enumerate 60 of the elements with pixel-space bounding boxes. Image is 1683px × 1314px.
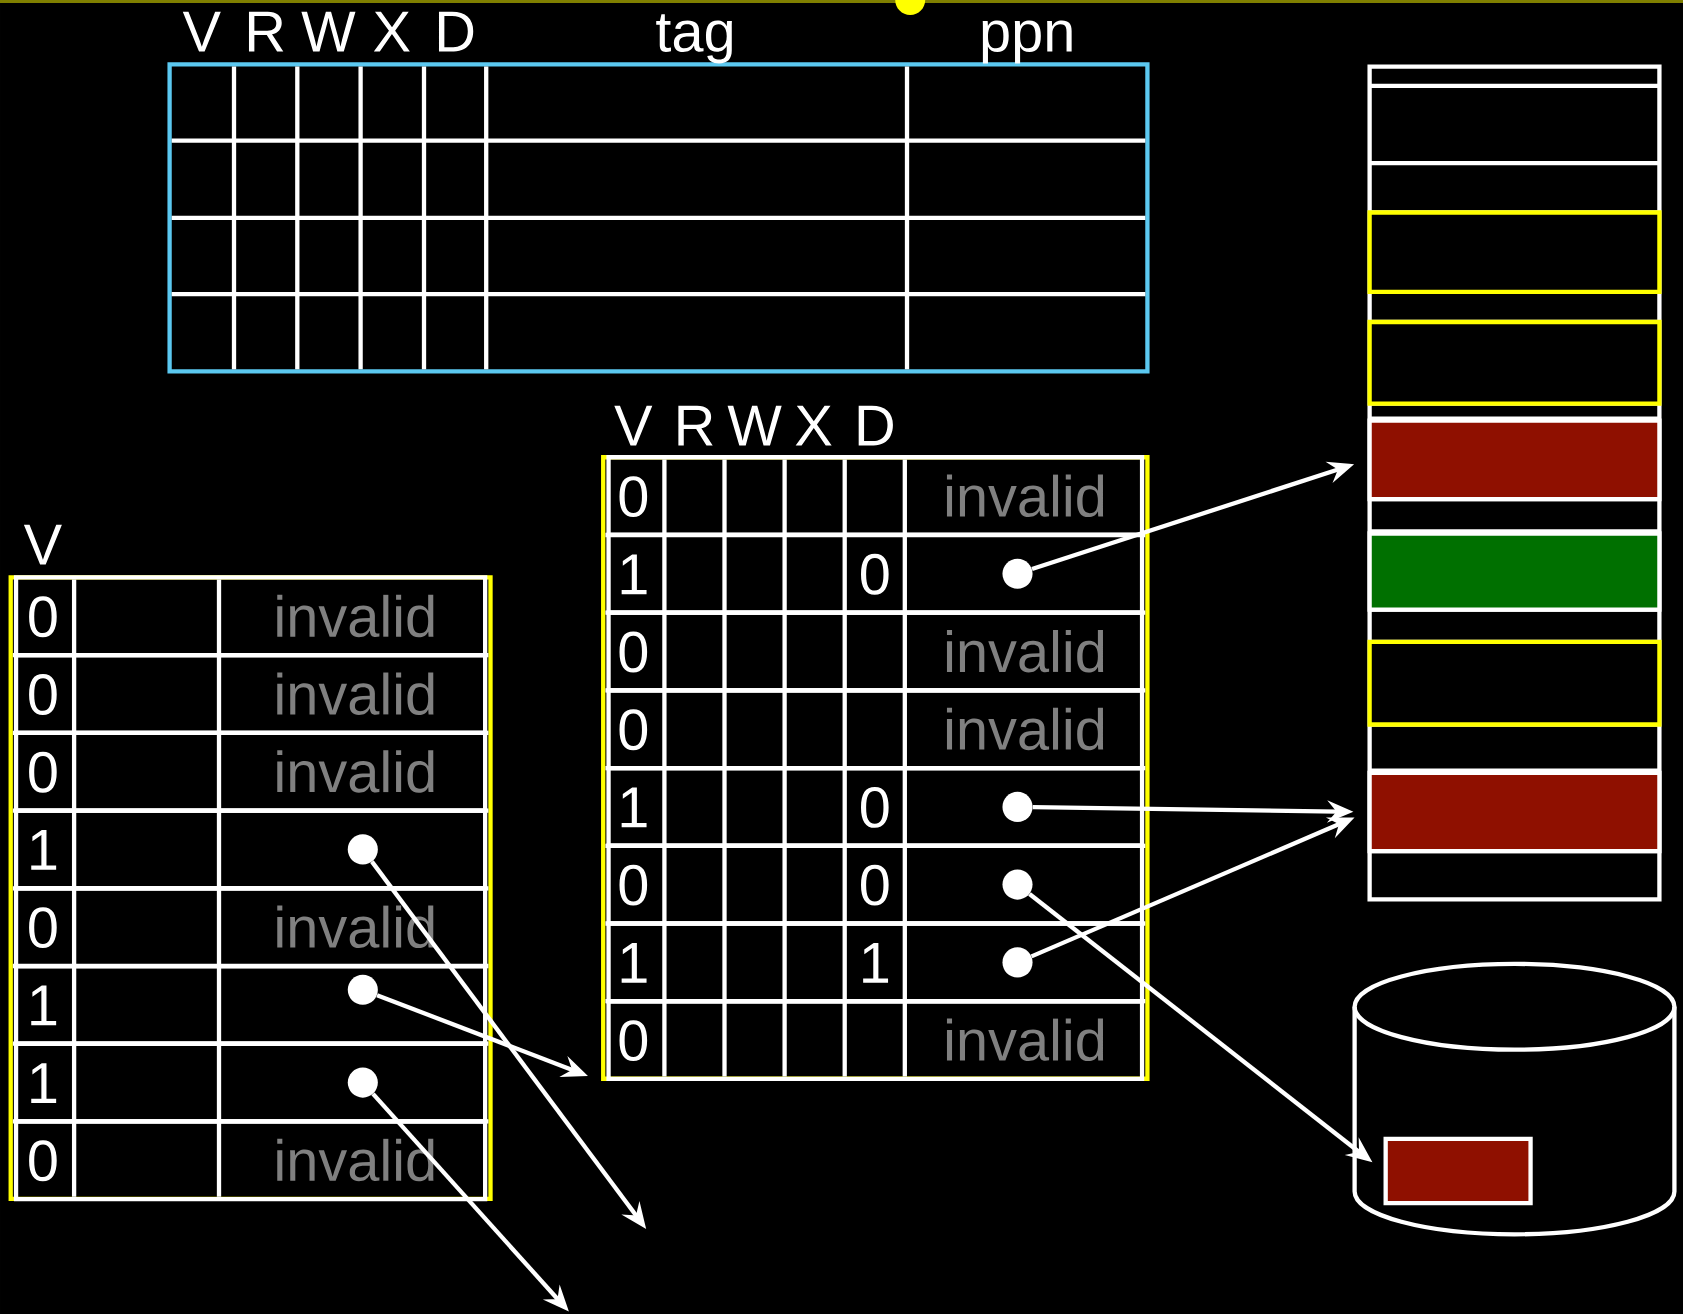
bit-value: 0 [619,631,648,673]
disk-cylinder [1352,961,1677,1237]
column-header: W [301,11,356,52]
bit-value: 1 [863,943,889,983]
invalid-label: invalid [946,630,1104,673]
bit-value: 0 [619,1020,648,1062]
table-row [606,999,1145,1082]
column-header: X [795,405,832,446]
bit-value: 1 [621,943,647,983]
pointer-dot [347,974,378,1005]
column-header: R [249,11,284,52]
table [167,11,1150,374]
bit-value: 0 [619,864,648,906]
column-header: ppn [982,20,1072,64]
column-header: tag [656,14,732,64]
bit-value: 0 [861,864,889,906]
bit-value: 0 [29,596,57,638]
bit-value: 0 [29,907,57,949]
bit-value: 1 [621,787,647,828]
page-frame [1367,531,1662,612]
pointer-dot [347,834,378,865]
table-row [606,610,1145,693]
bit-value: 0 [29,751,57,793]
column-header: D [858,405,893,446]
bit-value: 0 [619,476,648,518]
invalid-label: invalid [946,707,1104,751]
invalid-label: invalid [277,594,434,638]
invalid-label: invalid [277,672,434,715]
pointer-dot [1002,791,1033,822]
column-header: V [614,405,653,446]
pointer-dot [347,1067,378,1098]
pointer-dot [1002,869,1033,900]
disk-page [1383,1136,1533,1206]
page-frame [1367,210,1662,295]
bit-value: 0 [861,786,889,828]
column-header: V [23,524,62,565]
column-header: V [182,11,221,52]
bit-value: 1 [621,554,647,595]
invalid-label: invalid [946,1018,1104,1062]
column-header: R [678,405,713,446]
column-header: W [727,405,782,446]
page-frame [1367,319,1662,406]
column-header: X [373,11,410,52]
page-frame [1367,418,1662,502]
bit-value: 0 [29,1140,57,1182]
invalid-label: invalid [277,1138,434,1182]
pointer-dot [1002,947,1033,978]
invalid-label: invalid [277,750,434,793]
column-header: D [439,11,474,52]
bit-value: 1 [31,830,57,870]
invalid-label: invalid [946,474,1104,518]
table-row [13,1119,488,1202]
pointer-dot [1002,558,1033,589]
bit-value: 1 [31,985,57,1026]
bit-value: 0 [619,709,648,751]
page-frame [1367,770,1662,854]
bit-value: 0 [861,553,889,595]
bit-value: 0 [29,674,57,715]
bit-value: 1 [31,1063,57,1103]
page-frame [1367,639,1662,727]
